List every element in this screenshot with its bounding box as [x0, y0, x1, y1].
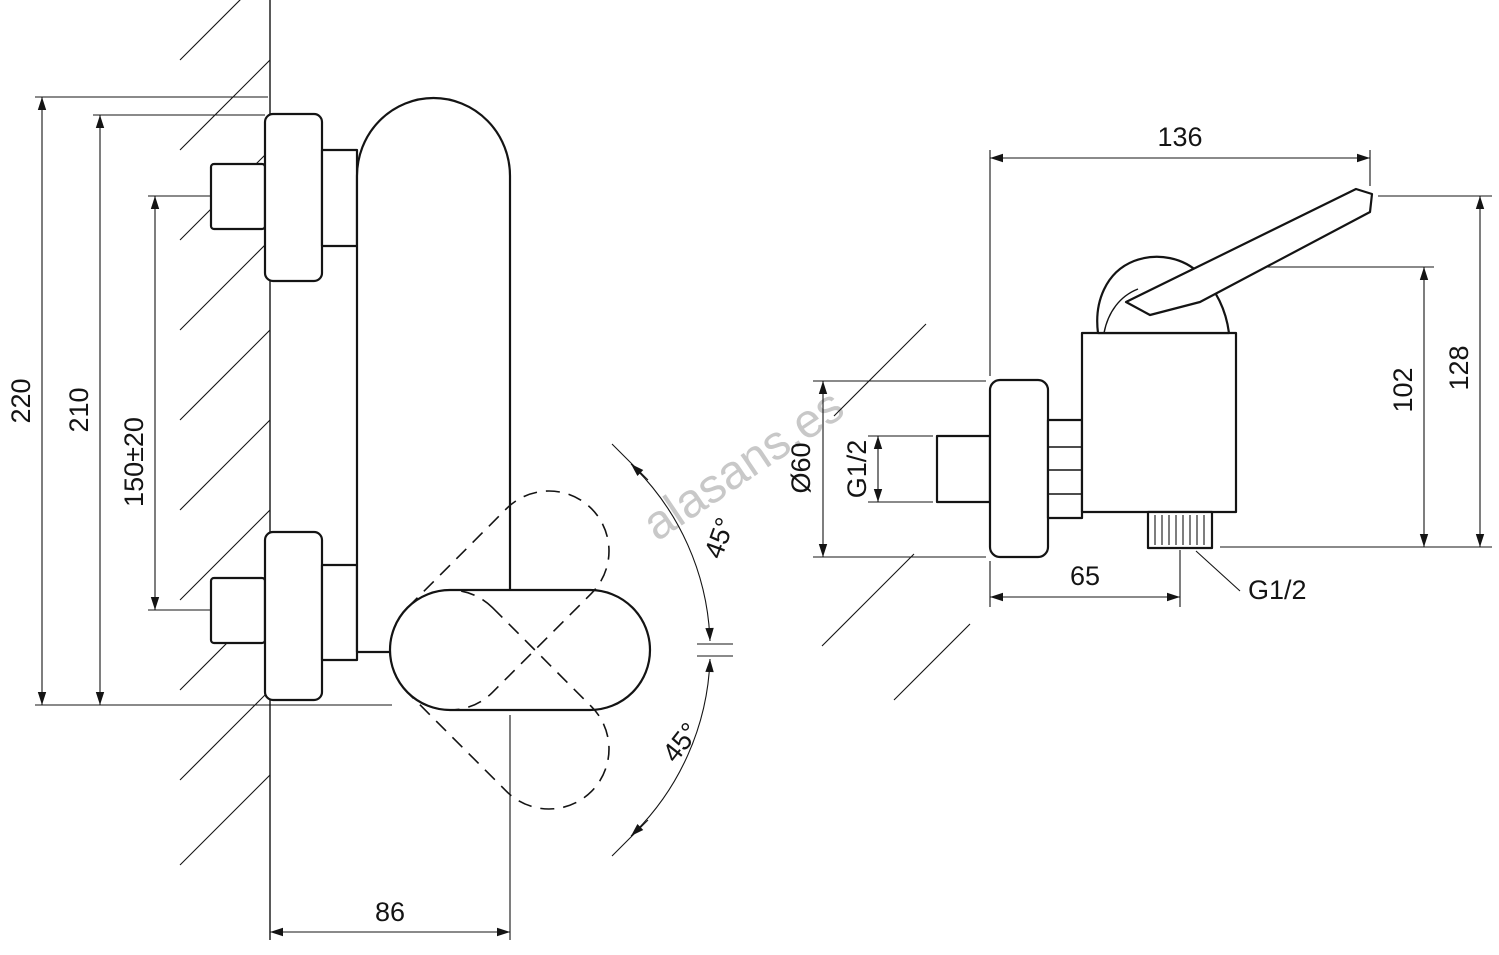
inlet-nut-bottom — [209, 576, 267, 645]
faucet-body-front — [1080, 331, 1238, 514]
side-view: 220 210 150±20 86 — [6, 0, 741, 940]
dim-220-label: 220 — [6, 378, 36, 423]
dimension-136: 136 — [989, 122, 1371, 376]
inlet-nut-top — [209, 162, 267, 231]
handle-ghost-down — [389, 589, 610, 810]
dimension-g12-inlet: G1/2 — [842, 435, 933, 503]
handle-collar-line — [1103, 288, 1139, 334]
dim-86-label: 86 — [375, 897, 405, 927]
dim-128-label: 128 — [1444, 345, 1474, 390]
outlet-thread-callout: G1/2 — [1195, 550, 1307, 605]
dimension-86: 86 — [270, 715, 511, 940]
connector-neck-top — [320, 148, 359, 248]
eccentric-adapter — [1046, 418, 1084, 520]
dim-g12-inlet-label: G1/2 — [842, 440, 872, 499]
dim-65-label: 65 — [1070, 561, 1100, 591]
shower-outlet — [1146, 510, 1214, 550]
handle-lever — [1124, 187, 1374, 317]
inlet-nut-front — [935, 434, 992, 504]
escutcheon-front — [988, 378, 1050, 559]
dim-g12-outlet-label: G1/2 — [1248, 575, 1307, 605]
dimension-102: 102 — [1266, 266, 1434, 547]
front-view: 136 128 102 Ø60 — [786, 122, 1492, 701]
connector-neck-bottom — [320, 563, 359, 662]
dim-136-label: 136 — [1157, 122, 1202, 152]
handle-side — [388, 588, 652, 712]
escutcheon-top — [263, 112, 324, 283]
dimension-128: 128 — [1220, 195, 1492, 548]
wall-hatching-front — [821, 323, 971, 701]
angle-down-label: 45° — [657, 717, 706, 768]
dim-210-label: 210 — [64, 387, 94, 432]
dim-102-label: 102 — [1388, 367, 1418, 412]
dimension-210: 210 — [64, 114, 265, 705]
dimension-65: 65 — [989, 550, 1181, 607]
watermark-text: alasans.es — [633, 379, 853, 551]
dimension-d60: Ø60 — [786, 380, 986, 558]
dimension-150: 150±20 — [119, 195, 211, 611]
dimension-220: 220 — [6, 96, 392, 706]
wall-hatching — [179, 0, 271, 866]
escutcheon-bottom — [263, 530, 324, 702]
dim-d60-label: Ø60 — [786, 442, 816, 493]
dim-150-label: 150±20 — [119, 417, 149, 507]
faucet-body-side — [355, 96, 512, 654]
